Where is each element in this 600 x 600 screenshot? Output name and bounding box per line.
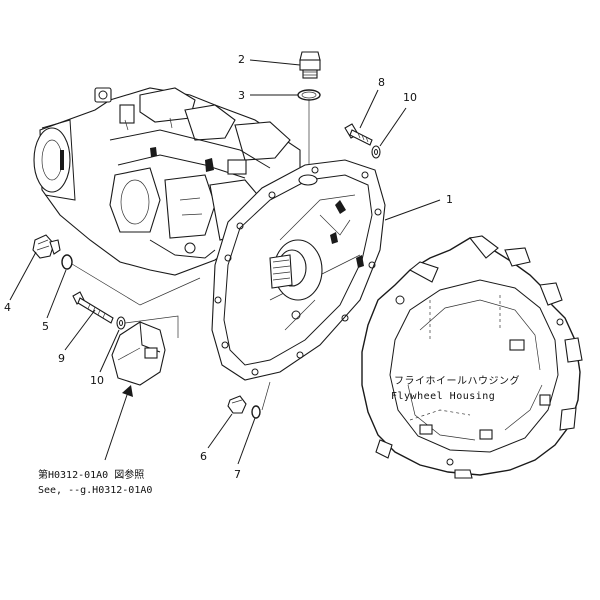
callout-6: 6: [200, 450, 207, 463]
part-6-plug: [227, 395, 247, 414]
callout-4: 4: [4, 301, 11, 314]
reference-note-en: See, --g.H0312-01A0: [38, 485, 152, 496]
callout-numbers: 1 2 3 4 5 6 7 8 9 10 10: [4, 53, 453, 481]
callout-7: 7: [234, 468, 241, 481]
part-9-bolt: [72, 291, 114, 324]
part-2-plug: [299, 51, 321, 79]
callout-1: 1: [446, 193, 453, 206]
leader-lines: [9, 59, 441, 465]
hydraulic-pump-assembly: [33, 87, 301, 276]
pump-mounting-flange: [211, 159, 386, 381]
callout-8: 8: [378, 76, 385, 89]
part-7-o-ring: [251, 405, 261, 419]
part-4-plug: [32, 234, 61, 259]
flywheel-housing: [361, 235, 583, 479]
valve-block-reference-part: [111, 321, 166, 386]
part-10-washer-left: [116, 316, 126, 330]
reference-note-jp: 第H0312-01A0 図参照: [38, 468, 144, 481]
part-3-o-ring: [297, 89, 321, 101]
callout-3: 3: [238, 89, 245, 102]
callout-10-top: 10: [403, 91, 417, 104]
callout-5: 5: [42, 320, 49, 333]
part-10-washer-top: [371, 145, 381, 159]
part-8-bolt: [344, 123, 373, 146]
flywheel-housing-label-en: Flywheel Housing: [391, 391, 495, 402]
callout-2: 2: [238, 53, 245, 66]
callout-9: 9: [58, 352, 65, 365]
flywheel-housing-label-jp: フライホイールハウジング: [394, 374, 520, 387]
part-5-o-ring: [61, 254, 73, 270]
callout-10-left: 10: [90, 374, 104, 387]
